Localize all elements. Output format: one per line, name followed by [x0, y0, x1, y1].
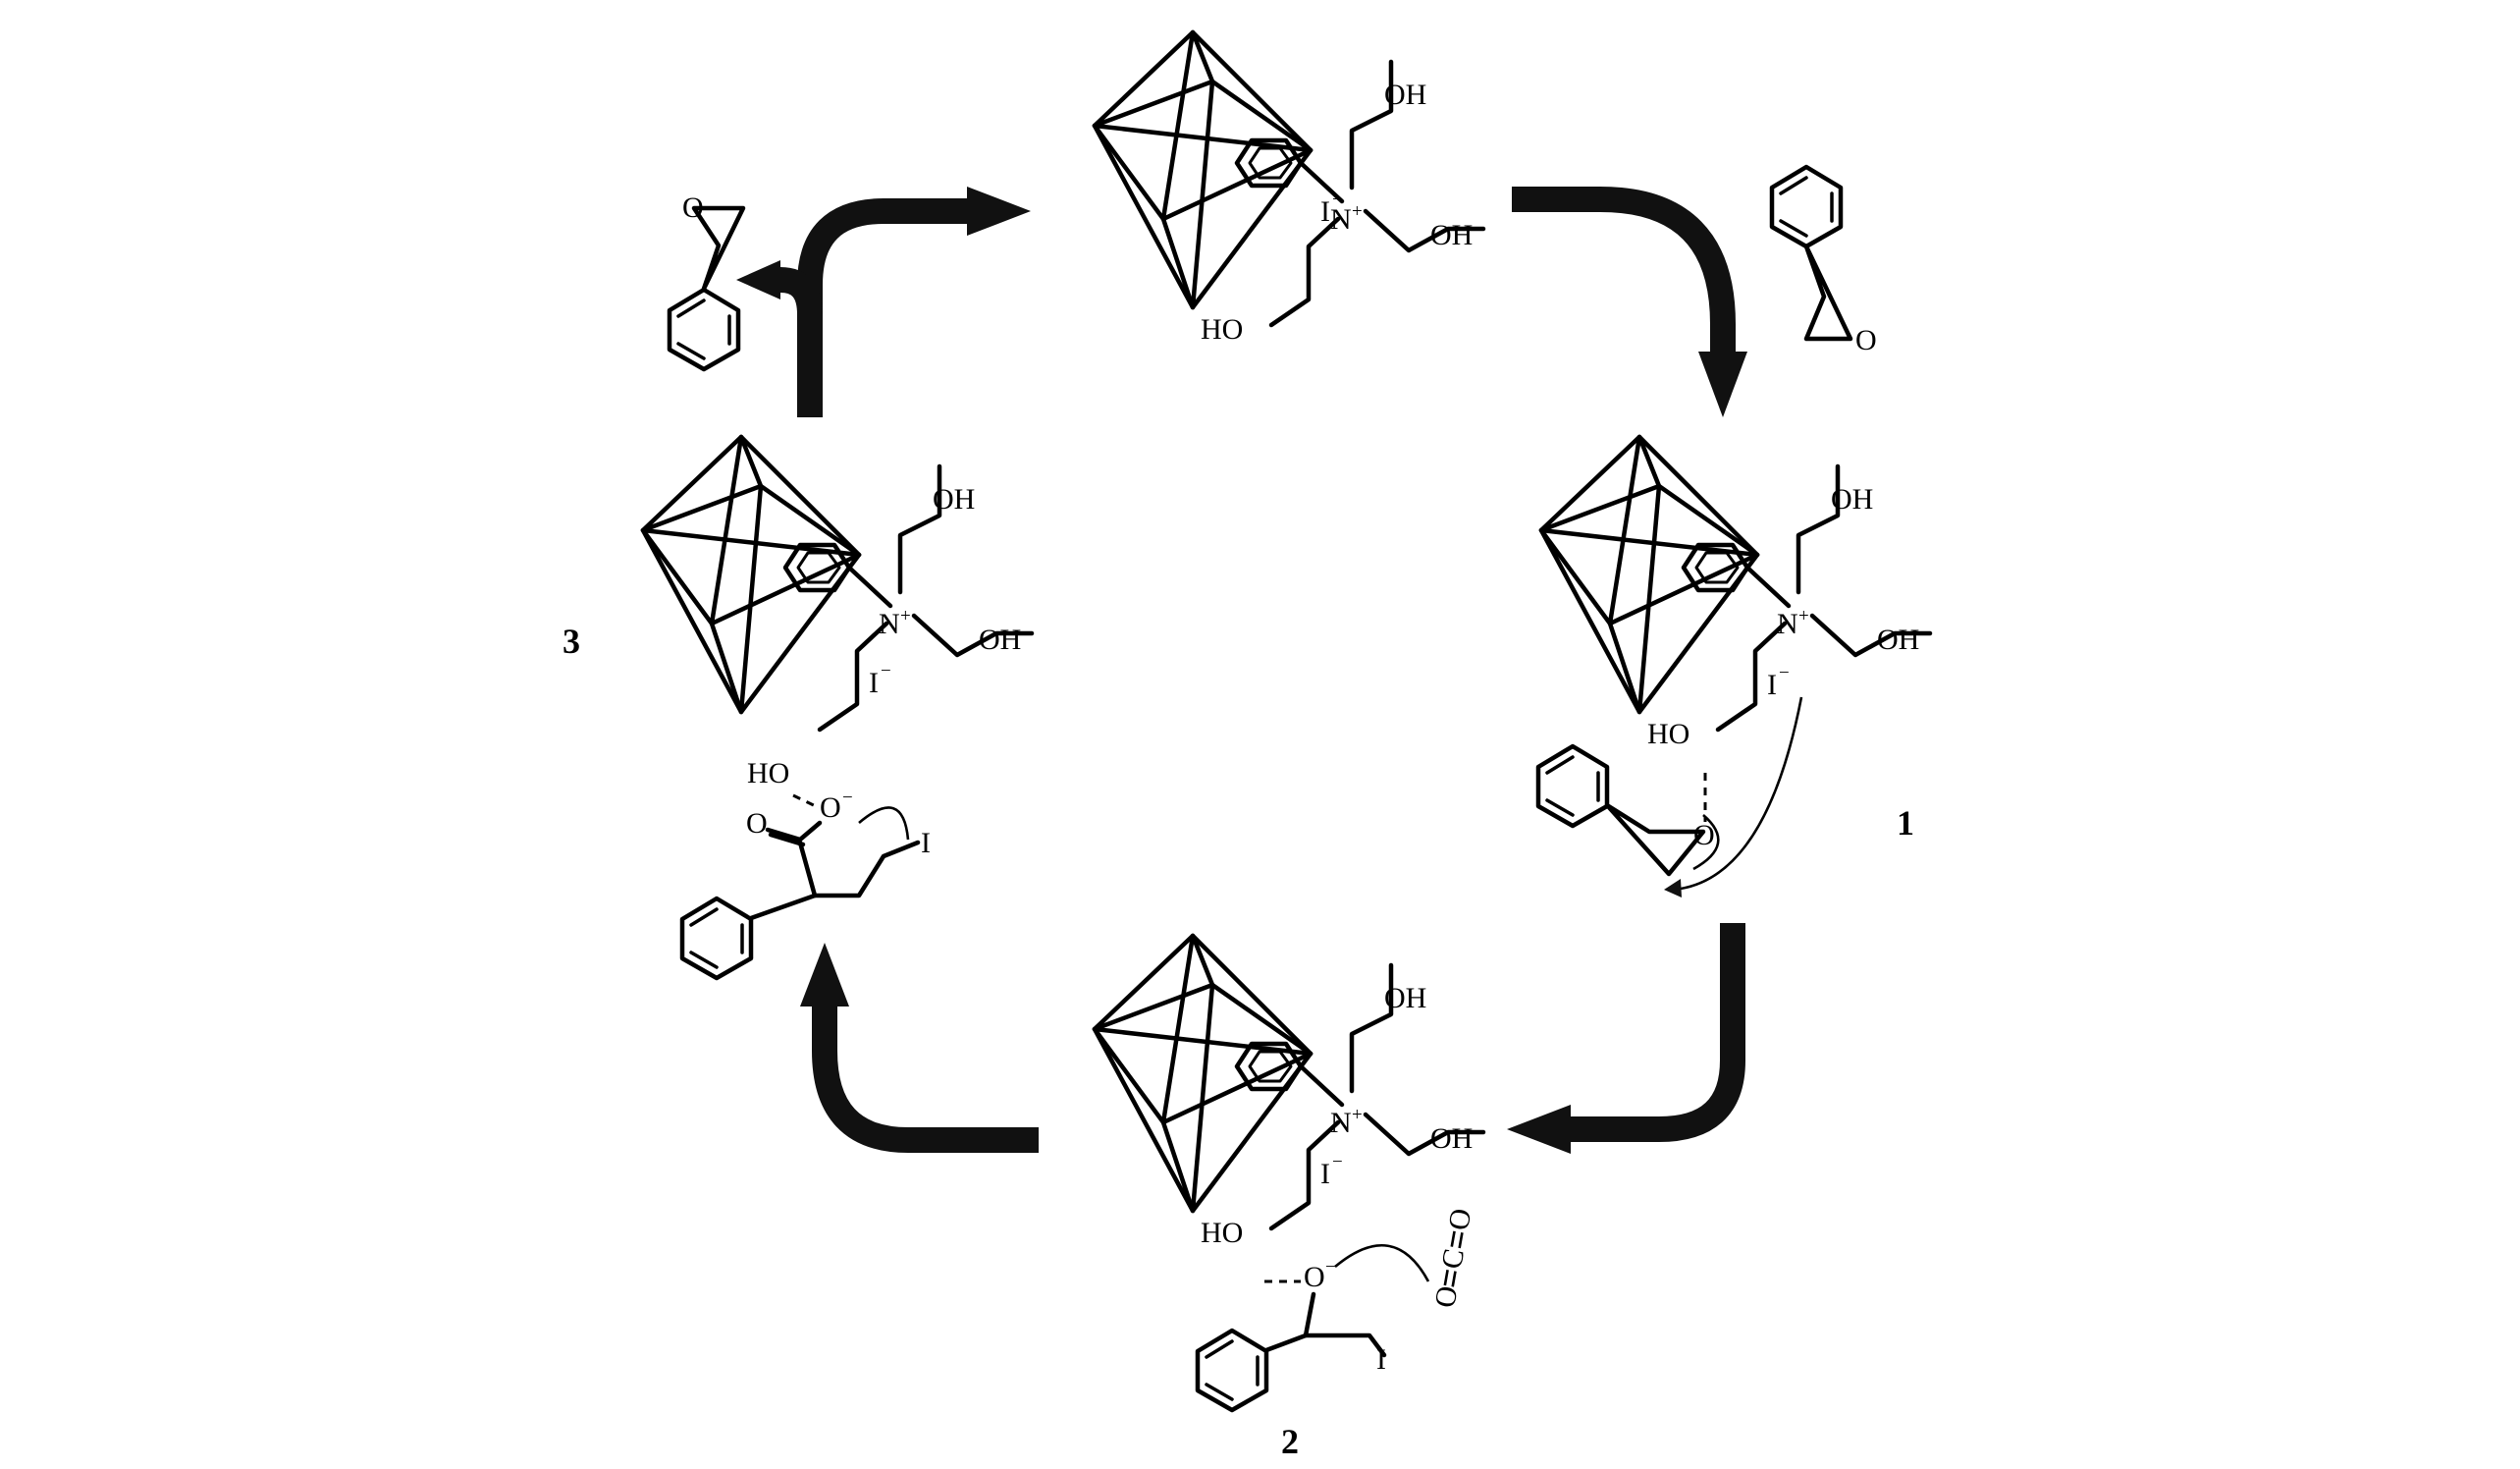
carbon-dioxide: O C O	[1428, 1206, 1477, 1310]
carbonate-intermediate: O − O I	[682, 788, 931, 978]
co2-oxygen: O	[1442, 1206, 1477, 1232]
arrow-head	[967, 187, 1031, 236]
co2-oxygen: O	[1428, 1283, 1464, 1310]
ammonium-n: N	[1777, 608, 1798, 640]
epoxide-oxygen: O	[1693, 819, 1715, 851]
catalyst-right: N + OH OH HO I −	[1541, 437, 1930, 750]
catalyst-left: N + OH OH HO I −	[643, 437, 1032, 789]
activated-epoxide: O	[1538, 696, 1803, 898]
intermediate-2-label: 2	[1281, 1422, 1299, 1461]
arrow-head	[1664, 879, 1682, 898]
ammonium-n: N	[879, 608, 900, 640]
hydroxyl-label: OH	[1831, 483, 1873, 516]
carbonate-oxygen: O	[820, 791, 841, 824]
iodide-charge: −	[1332, 1152, 1343, 1172]
intermediate-1-label: 1	[1897, 803, 1914, 843]
catalyst-top: N + OH OH HO I −	[1095, 32, 1483, 346]
carbonate-charge: −	[842, 788, 853, 808]
styrene-oxide-product: O	[670, 191, 746, 369]
hydroxyl-label: HO	[1647, 718, 1689, 750]
iodine-atom: I	[921, 827, 931, 859]
ammonium-charge: +	[1798, 606, 1809, 626]
electron-push-arrow	[1692, 814, 1720, 871]
arrow-up-left	[812, 1007, 1039, 1153]
iodide-attack-arrow	[1680, 696, 1803, 891]
arrow-head	[1698, 352, 1747, 417]
iodide-charge: −	[881, 661, 891, 681]
hydroxyl-label: HO	[747, 757, 789, 789]
arrow-down-right	[1512, 187, 1736, 352]
arrow-head	[800, 943, 849, 1007]
alkoxide-charge: −	[1325, 1257, 1336, 1278]
ammonium-n: N	[1330, 203, 1352, 236]
arrow-down-left	[1571, 923, 1745, 1142]
arrow-release-product	[776, 267, 823, 315]
iodide-label: I	[869, 667, 879, 699]
ammonium-charge: +	[1352, 1105, 1363, 1125]
hydroxyl-label: HO	[1201, 1217, 1243, 1249]
hydroxyl-label: OH	[1430, 1122, 1473, 1155]
ammonium-charge: +	[1352, 201, 1363, 222]
styrene-oxide-substrate: O	[1772, 167, 1877, 356]
epoxide-oxygen: O	[682, 191, 704, 224]
hydroxyl-label: OH	[933, 483, 975, 516]
hydroxyl-label: OH	[1430, 219, 1473, 251]
catalyst-bottom: N + OH OH HO I −	[1095, 936, 1483, 1249]
arrow-head	[1507, 1105, 1571, 1154]
iodide-label: I	[1320, 1158, 1330, 1190]
co2-carbon: C	[1435, 1246, 1471, 1271]
arrow-head	[736, 260, 780, 299]
hydroxyl-label: OH	[1877, 624, 1919, 656]
iodide-charge: −	[1332, 190, 1343, 210]
iodide-label: I	[1320, 195, 1330, 228]
hydroxyl-label: OH	[1384, 982, 1426, 1014]
hydroxyl-label: OH	[1384, 79, 1426, 111]
hydrogen-bond	[792, 793, 821, 810]
carbonyl-oxygen: O	[746, 807, 768, 840]
hydroxyl-label: HO	[1201, 313, 1243, 346]
ammonium-n: N	[1330, 1107, 1352, 1139]
alkoxide-oxygen: O	[1304, 1261, 1325, 1293]
iodide-label: I	[1767, 669, 1777, 701]
intermediate-3-label: 3	[563, 622, 580, 661]
arrow-up-right	[797, 198, 967, 417]
ring-closure-arrow	[858, 806, 910, 841]
hydroxyl-label: OH	[979, 624, 1021, 656]
ammonium-charge: +	[900, 606, 911, 626]
cycle-arrows	[736, 187, 1747, 1154]
iodide-charge: −	[1779, 663, 1790, 683]
epoxide-oxygen: O	[1855, 324, 1877, 356]
co2-attack-arrow	[1334, 1244, 1430, 1282]
iodine-atom: I	[1376, 1343, 1386, 1376]
